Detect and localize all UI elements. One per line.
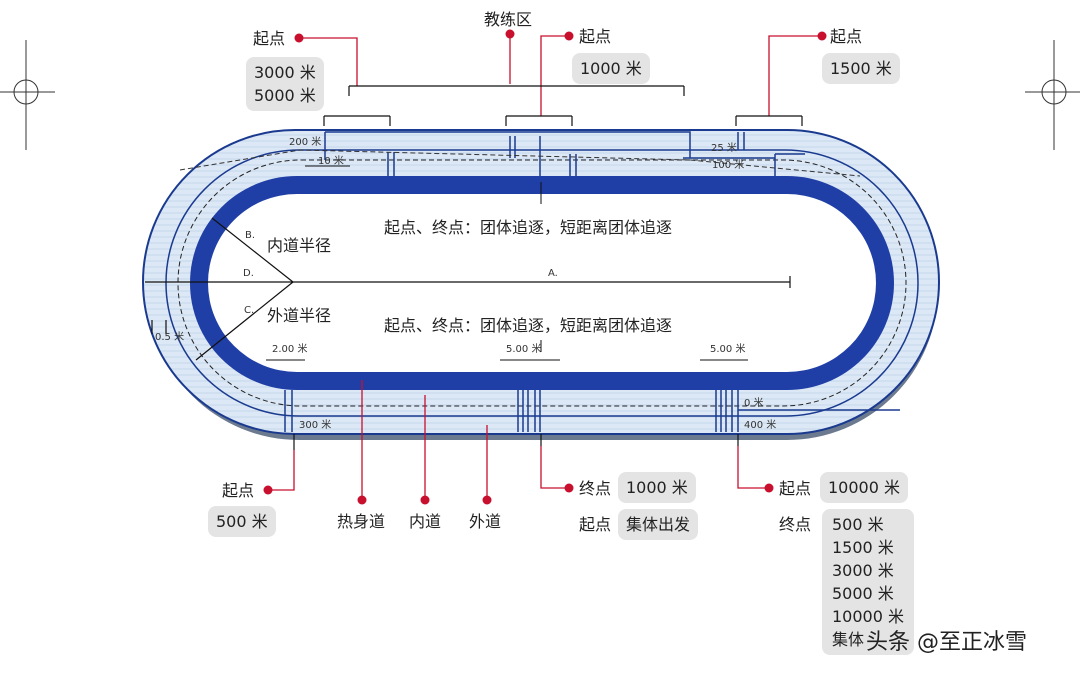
measure-25m: 25 米 [711, 141, 737, 154]
measure-05m: 0.5 米 [155, 330, 184, 343]
measure-100m: 100 米 [712, 158, 744, 171]
label-B: B. [245, 230, 255, 241]
finish-right-label: 终点 [779, 515, 811, 534]
finish-list-item: 集体 [832, 630, 865, 649]
finish-mid-label: 终点 [579, 479, 611, 498]
start-top-right-label: 起点 [830, 27, 862, 46]
finish-list-item: 500 米 [832, 515, 884, 534]
measure-5m-a: 5.00 米 [506, 342, 541, 355]
distance-box-1000-bottom: 1000 米 [618, 472, 696, 503]
distance-box-10000: 10000 米 [820, 472, 908, 503]
distance-3000: 3000 米 [254, 63, 316, 82]
start-bottom-left-label: 起点 [222, 481, 254, 500]
outer-lane-label: 外道 [469, 512, 501, 531]
measure-2m: 2.00 米 [272, 342, 307, 355]
distance-1000-top: 1000 米 [580, 59, 642, 78]
finish-list-item: 10000 米 [832, 607, 904, 626]
distance-box-3000-5000: 3000 米 5000 米 [246, 57, 324, 111]
callout-dots [263, 29, 827, 505]
infield [208, 194, 876, 372]
mass-start-box: 集体出发 [618, 509, 699, 540]
distance-box-1000-top: 1000 米 [572, 53, 650, 84]
start-mid-bottom-label: 起点 [579, 515, 611, 534]
measure-400m: 400 米 [744, 418, 776, 431]
distance-500: 500 米 [216, 512, 268, 531]
registration-mark-right [1025, 40, 1080, 150]
finish-list-item: 3000 米 [832, 561, 894, 580]
inner-lane-label: 内道 [409, 512, 441, 531]
measure-0m: 0 米 [744, 396, 764, 409]
start-top-left-label: 起点 [253, 29, 285, 48]
measure-ticks [266, 340, 748, 361]
finish-list-box: 500 米 1500 米 3000 米 5000 米 10000 米 集体 [822, 509, 914, 655]
finish-list-item: 5000 米 [832, 584, 894, 603]
watermark: 头条 @至正冰雪 [866, 630, 1027, 655]
distance-box-1500-top: 1500 米 [822, 53, 900, 84]
measure-10m: 10 米 [318, 154, 344, 167]
label-D: D. [243, 268, 254, 279]
lane-divider [165, 149, 919, 417]
bottom-straight-marks [284, 390, 900, 432]
label-A: A. [548, 268, 558, 279]
crossover-dashed [179, 149, 861, 177]
registration-mark-left [0, 40, 55, 150]
team-pursuit-lower: 起点、终点：团体追逐，短距离团体追逐 [384, 316, 672, 335]
measure-200m: 200 米 [289, 135, 321, 148]
measure-5m-b: 5.00 米 [710, 342, 745, 355]
distance-1000-bottom: 1000 米 [626, 478, 688, 497]
measure-300m: 300 米 [299, 418, 331, 431]
top-brackets [293, 85, 803, 450]
distance-5000: 5000 米 [254, 86, 316, 105]
mass-start: 集体出发 [626, 515, 691, 534]
start-bottom-right-label: 起点 [779, 479, 811, 498]
inner-radius-label: 内道半径 [267, 236, 331, 255]
outer-radius-label: 外道半径 [267, 306, 331, 325]
distance-10000: 10000 米 [828, 478, 900, 497]
start-top-mid-label: 起点 [579, 27, 611, 46]
distance-1500-top: 1500 米 [830, 59, 892, 78]
coach-zone-label: 教练区 [484, 10, 532, 29]
warmup-lane-label: 热身道 [337, 512, 385, 531]
radius-lines [145, 217, 791, 361]
lane-dashed-line [177, 159, 907, 407]
top-straight-marks [324, 131, 805, 176]
callout-leaders [268, 35, 822, 500]
finish-list-item: 1500 米 [832, 538, 894, 557]
team-pursuit-upper: 起点、终点：团体追逐，短距离团体追逐 [384, 218, 672, 237]
distance-box-500: 500 米 [208, 506, 276, 537]
label-C: C. [244, 305, 254, 316]
